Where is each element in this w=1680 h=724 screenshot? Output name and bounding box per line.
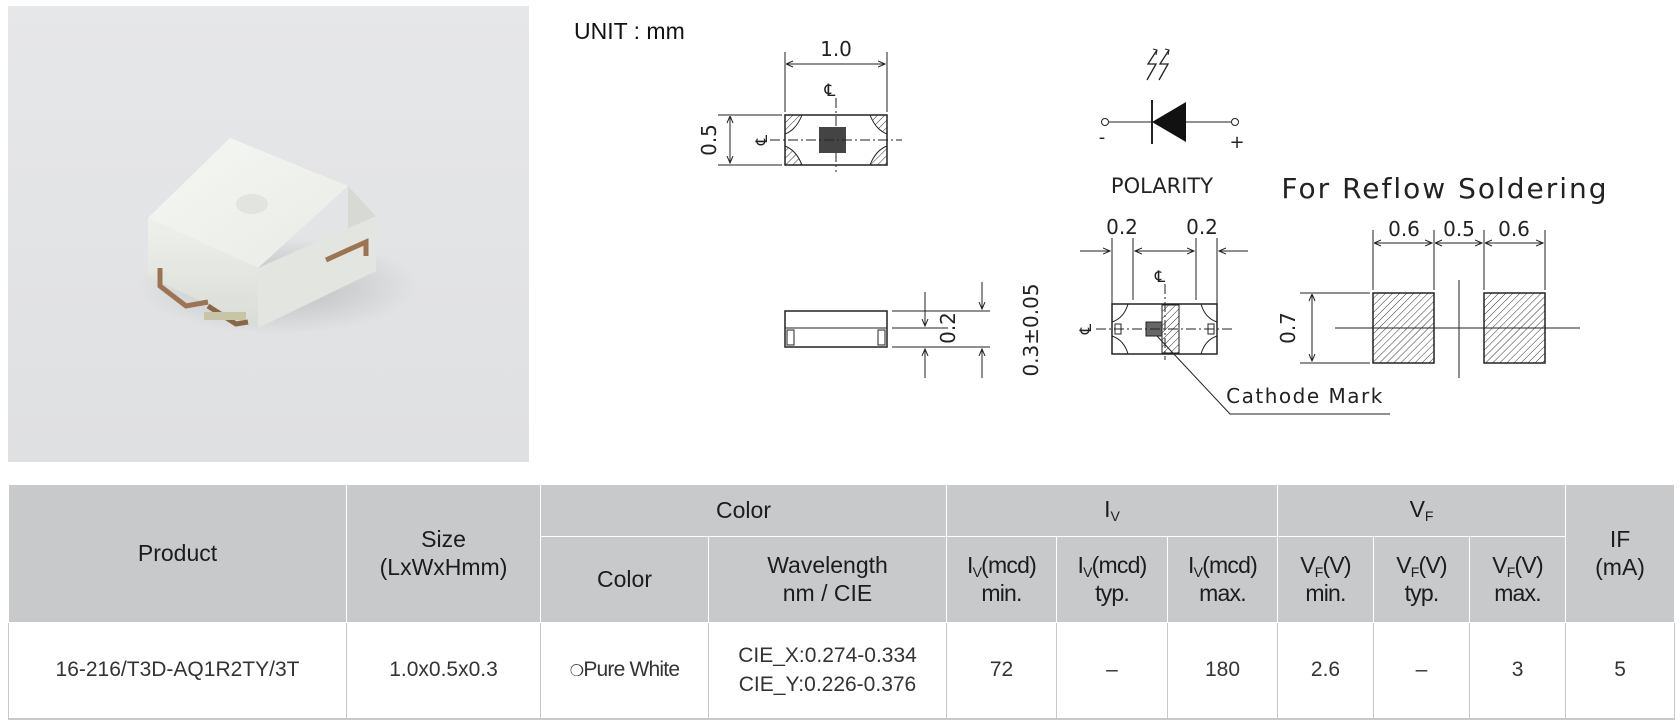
top-view: 1.0 ℄ 0.5 ℄ bbox=[697, 37, 902, 172]
reflow-gap: 0.5 bbox=[1443, 217, 1475, 241]
if-cell: 5 bbox=[1565, 622, 1676, 721]
spec-table: Product Size(LxWxHmm) Color IV VF IF(mA)… bbox=[8, 483, 1676, 721]
reflow-pad-layout: 0.6 0.5 0.6 0.7 bbox=[1276, 217, 1580, 378]
vf-min-header: VF(V)min. bbox=[1277, 536, 1375, 624]
size-header: Size(LxWxHmm) bbox=[346, 483, 541, 624]
reflow-pad-width-left: 0.6 bbox=[1388, 217, 1420, 241]
centerline-symbol: ℄ bbox=[752, 134, 771, 146]
color-cell: ❍Pure White bbox=[540, 622, 709, 721]
table-row: 16-216/T3D-AQ1R2TY/3T 1.0x0.5x0.3 ❍Pure … bbox=[8, 622, 1676, 721]
size-cell: 1.0x0.5x0.3 bbox=[346, 622, 541, 721]
product-photo bbox=[8, 6, 529, 462]
centerline-symbol: ℄ bbox=[1076, 323, 1095, 335]
bottom-pad-width-left: 0.2 bbox=[1106, 215, 1138, 239]
polarity-plus: + bbox=[1229, 132, 1244, 153]
bottom-pad-width-right: 0.2 bbox=[1186, 215, 1218, 239]
iv-typ-header: IV(mcd)typ. bbox=[1056, 536, 1168, 624]
polarity-label: POLARITY bbox=[1111, 174, 1213, 198]
vf-max-cell: 3 bbox=[1469, 622, 1567, 721]
reflow-title: For Reflow Soldering bbox=[1281, 172, 1608, 205]
polarity-minus: - bbox=[1099, 127, 1106, 148]
color-group-header: Color bbox=[540, 483, 947, 538]
led-chip-image bbox=[138, 138, 418, 334]
iv-max-header: IV(mcd)max. bbox=[1166, 536, 1279, 624]
iv-min-header: IV(mcd)min. bbox=[946, 536, 1057, 624]
if-header: IF(mA) bbox=[1565, 483, 1676, 624]
top-width-dim: 0.5 bbox=[697, 124, 721, 156]
vf-typ-header: VF(V)typ. bbox=[1373, 536, 1471, 624]
iv-group-header: IV bbox=[945, 483, 1279, 538]
top-length-dim: 1.0 bbox=[820, 37, 852, 61]
cathode-mark-label: Cathode Mark bbox=[1226, 384, 1384, 408]
reflow-pad-height: 0.7 bbox=[1276, 312, 1300, 344]
polarity-symbol: - + POLARITY bbox=[1099, 48, 1245, 198]
vf-typ-cell: – bbox=[1373, 622, 1471, 721]
bottom-view: 0.2 0.2 ℄ ℄ Cathode Mark bbox=[1076, 215, 1390, 415]
side-view: 0.2 0.3±0.05 bbox=[784, 282, 1043, 378]
product-cell: 16-216/T3D-AQ1R2TY/3T bbox=[8, 622, 347, 721]
side-total-height-dim: 0.3±0.05 bbox=[1019, 283, 1043, 376]
vf-group-header: VF bbox=[1277, 483, 1567, 538]
iv-typ-cell: – bbox=[1056, 622, 1168, 721]
header-row-1: Product Size(LxWxHmm) Color IV VF IF(mA) bbox=[8, 483, 1676, 624]
reflow-pad-width-right: 0.6 bbox=[1498, 217, 1530, 241]
color-header: Color bbox=[540, 536, 709, 624]
color-marker-icon: ❍ bbox=[569, 663, 584, 681]
vf-min-cell: 2.6 bbox=[1277, 622, 1375, 721]
side-pad-height-dim: 0.2 bbox=[936, 312, 960, 344]
iv-max-cell: 180 bbox=[1166, 622, 1279, 721]
centerline-symbol: ℄ bbox=[824, 81, 836, 101]
dimension-drawing: 1.0 ℄ 0.5 ℄ - + POLARITY For Reflow Sold… bbox=[697, 37, 1608, 415]
product-header: Product bbox=[8, 483, 347, 624]
centerline-symbol: ℄ bbox=[1154, 267, 1166, 286]
unit-label: UNIT : mm bbox=[574, 18, 685, 44]
vf-max-header: VF(V)max. bbox=[1469, 536, 1567, 624]
iv-min-cell: 72 bbox=[946, 622, 1057, 721]
